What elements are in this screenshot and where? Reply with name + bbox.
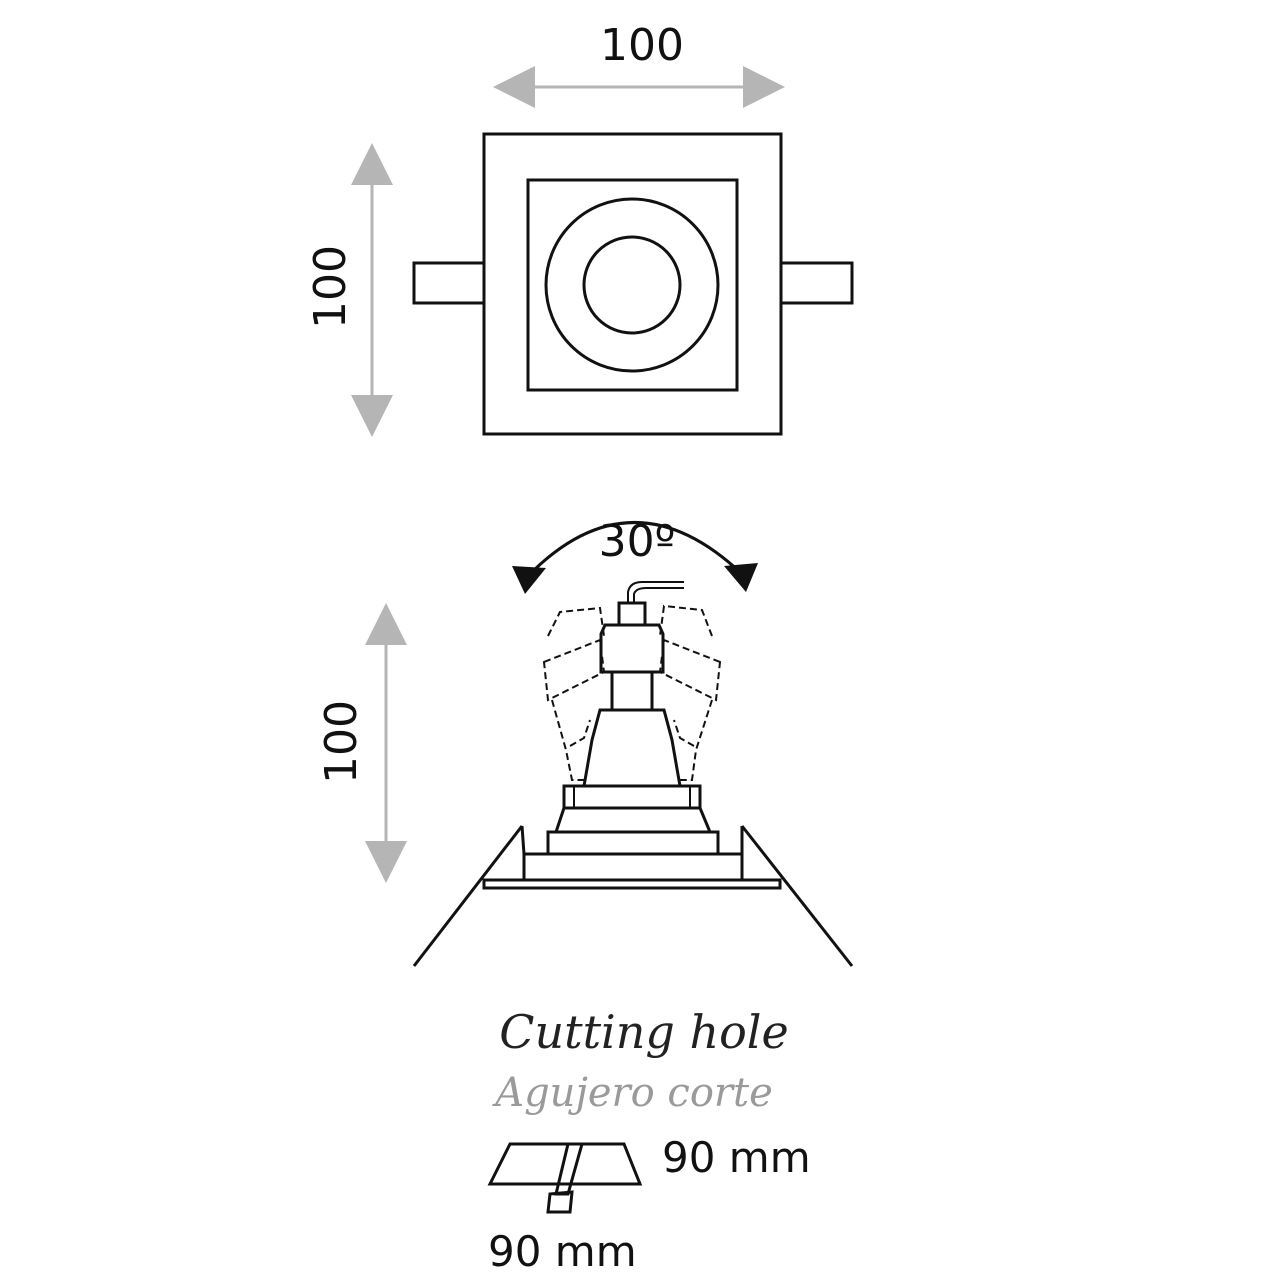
tilt-outline-left bbox=[542, 606, 606, 781]
lens bbox=[582, 235, 682, 335]
top-view: 100 100 bbox=[305, 20, 854, 437]
tilt-angle-label: 30º bbox=[599, 516, 676, 567]
inner-square bbox=[526, 178, 739, 392]
hole-dim-horizontal: 90 mm bbox=[662, 1133, 811, 1182]
height-dimension-label: 100 bbox=[305, 245, 356, 329]
right-spring-clip bbox=[779, 261, 854, 305]
outer-ring bbox=[544, 197, 720, 373]
hole-dim-depth: 90 mm bbox=[488, 1227, 637, 1276]
side-height-dimension-label: 100 bbox=[316, 700, 367, 784]
hole-cut-wedge bbox=[554, 1142, 584, 1196]
cutting-hole-subtitle: Agujero corte bbox=[491, 1070, 773, 1116]
cable bbox=[627, 581, 684, 603]
hole-cut-tip bbox=[546, 1190, 574, 1214]
tilt-outline-right bbox=[658, 604, 722, 781]
tilt-arc bbox=[526, 521, 744, 578]
side-view: 100 30º bbox=[316, 516, 854, 967]
ceiling-section bbox=[412, 825, 854, 967]
cutting-hole-section: Cutting hole Agujero corte 90 mm 90 mm bbox=[487, 1005, 811, 1276]
lamp-body bbox=[522, 601, 744, 882]
width-dimension-label: 100 bbox=[600, 20, 684, 71]
cutting-hole-title: Cutting hole bbox=[499, 1005, 788, 1059]
tilt-arrow-right bbox=[724, 563, 758, 592]
tilt-arrow-left bbox=[512, 566, 546, 594]
left-spring-clip bbox=[412, 261, 486, 305]
hole-shape bbox=[487, 1142, 643, 1186]
cable-outer bbox=[633, 587, 684, 603]
